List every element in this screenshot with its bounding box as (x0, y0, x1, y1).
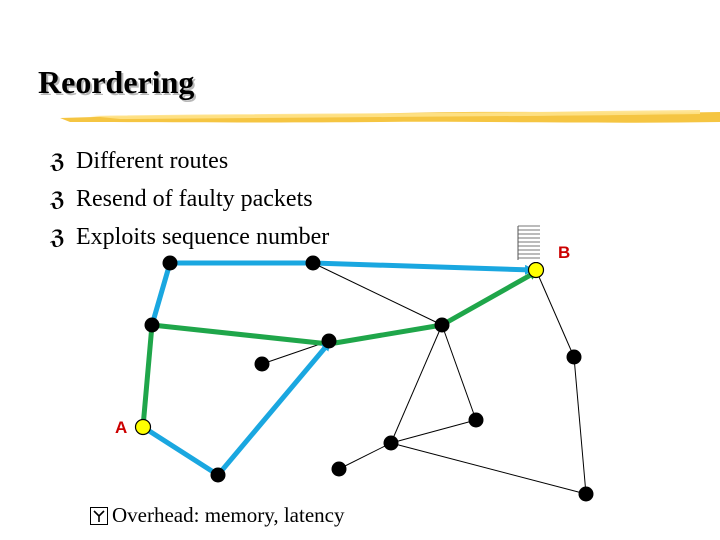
link (535, 269, 575, 358)
z-bullet-icon: ℨ (50, 225, 66, 249)
link (390, 442, 587, 495)
endpoint-a-node (134, 418, 152, 436)
link (573, 356, 587, 495)
router-node (383, 435, 399, 451)
sub-bullet-text: Overhead: memory, latency (112, 503, 345, 527)
router-node (321, 333, 337, 349)
z-bullet-icon: ℨ (50, 187, 66, 211)
router-node (144, 317, 160, 333)
slide-title: Reordering (38, 64, 195, 100)
destination-label: B (558, 243, 570, 262)
z-bullet-icon: ℨ (50, 149, 66, 173)
network-links (261, 262, 587, 495)
packet-buffer-icon (517, 224, 540, 262)
router-node (331, 461, 347, 477)
endpoint-b-node (527, 261, 545, 279)
router-node (305, 255, 321, 271)
green-route (140, 269, 539, 428)
blue-route-lower (141, 340, 331, 478)
router-node (578, 486, 594, 502)
network-nodes (144, 255, 594, 502)
router-node (162, 255, 178, 271)
router-node (468, 412, 484, 428)
router-node (434, 317, 450, 333)
router-node (566, 349, 582, 365)
router-node (210, 467, 226, 483)
link (390, 324, 443, 444)
link (338, 442, 392, 470)
title-underline (60, 110, 720, 123)
sub-bullet: Overhead: memory, latency (90, 503, 344, 528)
link (441, 324, 477, 421)
blue-route-upper (149, 260, 535, 326)
y-bullet-icon (90, 506, 108, 525)
source-label: A (115, 418, 127, 437)
link (390, 419, 477, 444)
link (312, 262, 443, 326)
router-node (254, 356, 270, 372)
